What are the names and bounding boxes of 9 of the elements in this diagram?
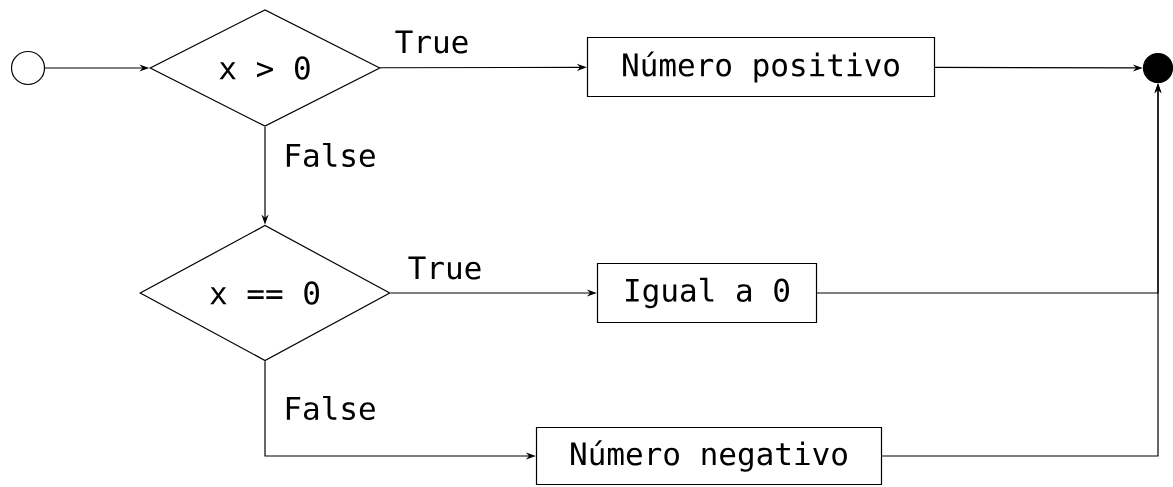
process-box: Igual a 0 <box>596 262 818 324</box>
process-box: Número negativo <box>535 426 883 486</box>
edge-label: False <box>286 142 375 168</box>
process-box: Número positivo <box>586 36 936 98</box>
edge-label: True <box>395 30 468 54</box>
edge-label: False <box>286 395 375 421</box>
start-circle <box>10 50 46 86</box>
end-circle <box>1142 52 1173 84</box>
edge-label: True <box>408 256 481 280</box>
